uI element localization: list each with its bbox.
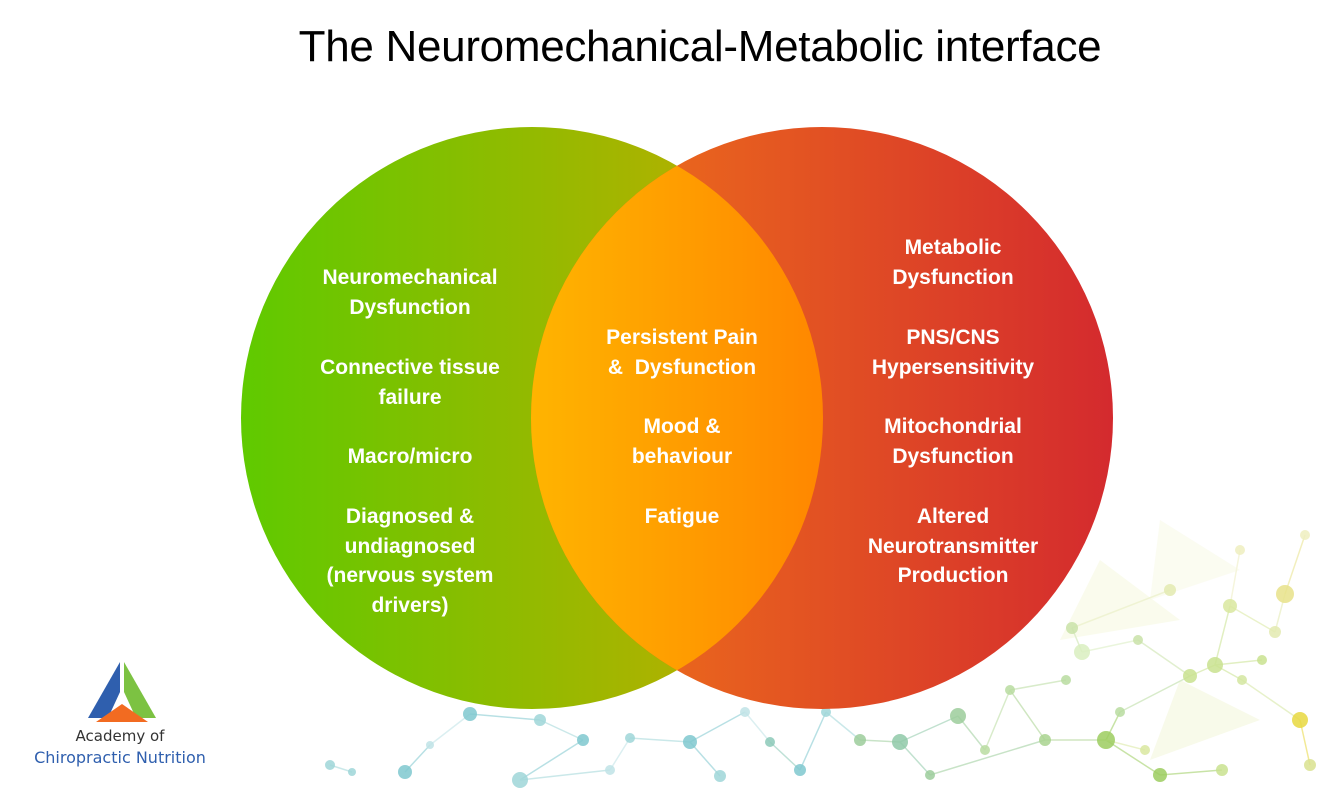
left-item-connective-tissue-failure: Connective tissue failure	[320, 356, 500, 409]
network-link	[519, 769, 611, 781]
network-link	[1241, 679, 1301, 721]
network-node	[794, 764, 806, 776]
right-item-metabolic-dysfunction: Metabolic Dysfunction	[892, 236, 1014, 289]
network-node	[1216, 764, 1228, 776]
network-facet	[1150, 680, 1260, 760]
network-node	[1097, 731, 1115, 749]
network-link	[689, 711, 746, 743]
overlap-item-persistent-pain: Persistent Pain & Dysfunction	[606, 326, 758, 379]
network-link	[899, 715, 959, 743]
network-link	[1229, 605, 1276, 633]
network-node	[714, 770, 726, 782]
network-node	[512, 772, 528, 788]
network-link	[469, 713, 541, 721]
network-node	[1257, 655, 1267, 665]
network-node	[1133, 635, 1143, 645]
network-link	[429, 713, 471, 746]
right-item-altered-neurotransmitter: Altered Neurotransmitter Production	[867, 505, 1039, 587]
network-link	[1009, 679, 1067, 691]
network-node	[1223, 599, 1237, 613]
left-item-macro-micro: Macro/micro	[347, 445, 473, 468]
network-link	[1119, 675, 1191, 713]
network-node	[605, 765, 615, 775]
academy-logo-icon	[88, 662, 156, 722]
network-link	[1081, 639, 1139, 653]
network-node	[1066, 622, 1078, 634]
network-node	[398, 765, 412, 779]
network-node	[1164, 584, 1176, 596]
network-node	[1153, 768, 1167, 782]
network-link	[519, 739, 584, 781]
right-item-mitochondrial-dysfunction: Mitochondrial Dysfunction	[884, 415, 1022, 468]
network-link	[984, 689, 1011, 751]
network-node	[625, 733, 635, 743]
network-link	[825, 711, 861, 741]
network-node	[740, 707, 750, 717]
network-node	[1269, 626, 1281, 638]
network-facet	[1060, 560, 1180, 640]
network-node	[892, 734, 908, 750]
network-node	[980, 745, 990, 755]
network-link	[1071, 589, 1171, 629]
network-node	[534, 714, 546, 726]
network-node	[925, 770, 935, 780]
network-link	[1137, 639, 1191, 677]
network-link	[539, 719, 584, 741]
network-link	[1009, 689, 1046, 741]
network-node	[426, 741, 434, 749]
network-node	[1061, 675, 1071, 685]
network-node	[1207, 657, 1223, 673]
network-node	[1039, 734, 1051, 746]
network-link	[799, 711, 827, 771]
network-node	[1235, 545, 1245, 555]
network-link	[1229, 549, 1241, 607]
network-node	[1183, 669, 1197, 683]
network-link	[1105, 739, 1161, 776]
network-node	[854, 734, 866, 746]
network-node	[683, 735, 697, 749]
network-node	[463, 707, 477, 721]
page-title: The Neuromechanical-Metabolic interface	[298, 22, 1102, 71]
network-node	[1292, 712, 1308, 728]
network-node	[1300, 530, 1310, 540]
left-item-diagnosed-undiagnosed: Diagnosed & undiagnosed (nervous system …	[326, 505, 494, 617]
network-node	[325, 760, 335, 770]
network-link	[609, 737, 631, 771]
network-node	[821, 707, 831, 717]
logo-text-line1: Academy of	[75, 727, 165, 745]
network-node	[348, 768, 356, 776]
network-node	[1304, 759, 1316, 771]
network-node	[950, 708, 966, 724]
network-link	[689, 741, 721, 777]
network-link	[744, 711, 771, 743]
network-node	[1074, 644, 1090, 660]
network-node	[1115, 707, 1125, 717]
network-node	[765, 737, 775, 747]
logo-text-line2: Chiropractic Nutrition	[34, 748, 206, 767]
network-node	[1140, 745, 1150, 755]
network-link	[1284, 534, 1306, 595]
network-link	[1159, 769, 1223, 776]
network-link	[1214, 605, 1231, 666]
network-link	[929, 739, 1046, 776]
network-facet	[1150, 520, 1240, 600]
overlap-item-mood-behaviour: Mood & behaviour	[631, 415, 733, 468]
left-item-neuromechanical-dysfunction: Neuromechanical Dysfunction	[322, 266, 498, 319]
overlap-region	[531, 127, 823, 709]
overlap-item-fatigue: Fatigue	[644, 505, 720, 528]
network-node	[1005, 685, 1015, 695]
right-item-pns-cns-hypersensitivity: PNS/CNS Hypersensitivity	[871, 326, 1035, 379]
network-link	[769, 741, 801, 771]
network-node	[1237, 675, 1247, 685]
network-link	[629, 737, 691, 743]
network-node	[577, 734, 589, 746]
network-node	[1276, 585, 1294, 603]
